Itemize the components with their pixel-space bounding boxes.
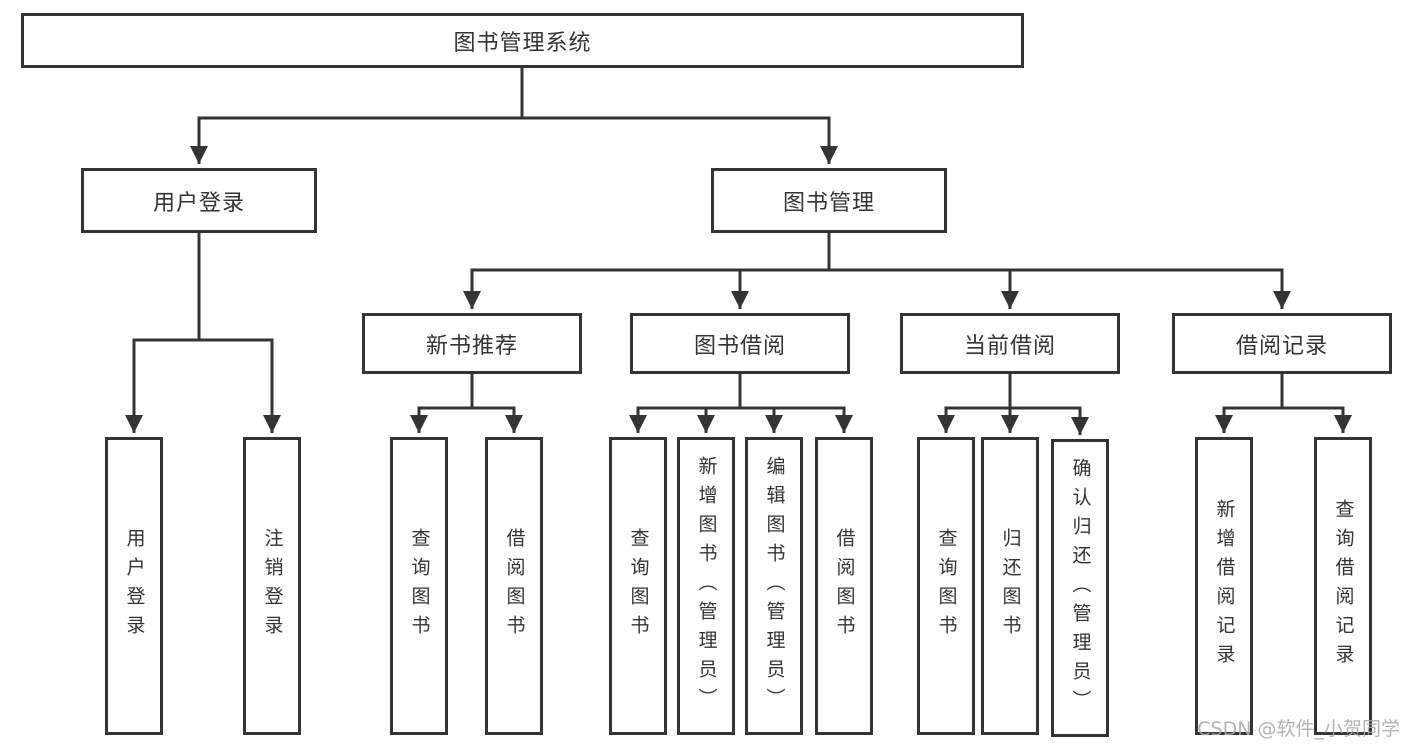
leaf-query-books-current: 查询图书 [917, 437, 975, 735]
leaf-label: 用户登录 [123, 528, 146, 644]
node-label: 图书管理系统 [453, 30, 592, 56]
node-book-management: 图书管理 [711, 168, 947, 233]
leaf-confirm-return-admin: 确认归还（管理员） [1051, 439, 1109, 737]
leaf-query-books-borrowing: 查询图书 [609, 437, 667, 735]
node-new-book-recommendation: 新书推荐 [362, 313, 582, 374]
node-label: 借阅记录 [1235, 333, 1328, 359]
node-book-borrowing: 图书借阅 [630, 313, 850, 374]
leaf-label: 查询图书 [408, 528, 431, 644]
node-label: 当前借阅 [963, 333, 1056, 359]
leaf-logout: 注销登录 [243, 437, 301, 735]
watermark: CSDN @软件_小贺同学 [1197, 718, 1400, 740]
leaf-add-borrow-record: 新增借阅记录 [1195, 437, 1253, 735]
leaf-label: 新增借阅记录 [1213, 499, 1236, 673]
leaf-label: 查询借阅记录 [1332, 499, 1355, 673]
leaf-label: 查询图书 [935, 528, 958, 644]
node-current-borrowing: 当前借阅 [900, 313, 1120, 374]
leaf-add-books-admin: 新增图书（管理员） [677, 437, 735, 735]
leaf-label: 查询图书 [627, 528, 650, 644]
node-library-management-system: 图书管理系统 [21, 13, 1024, 68]
leaf-borrow-books: 借阅图书 [815, 437, 873, 735]
leaf-query-borrow-record: 查询借阅记录 [1314, 437, 1372, 735]
node-user-login: 用户登录 [81, 168, 317, 233]
leaf-label: 借阅图书 [503, 528, 526, 644]
leaf-borrow-books-recommend: 借阅图书 [485, 437, 543, 735]
leaf-label: 新增图书（管理员） [695, 455, 718, 717]
leaf-label: 归还图书 [999, 528, 1022, 644]
node-label: 图书借阅 [693, 333, 786, 359]
leaf-return-books: 归还图书 [981, 437, 1039, 735]
node-label: 新书推荐 [425, 333, 518, 359]
leaf-label: 确认归还（管理员） [1069, 457, 1092, 719]
leaf-label: 借阅图书 [833, 528, 856, 644]
node-borrowing-records: 借阅记录 [1172, 313, 1392, 374]
leaf-label: 注销登录 [261, 528, 284, 644]
node-label: 图书管理 [782, 190, 875, 216]
leaf-edit-books-admin: 编辑图书（管理员） [745, 437, 803, 735]
leaf-query-books-recommend: 查询图书 [390, 437, 448, 735]
node-label: 用户登录 [152, 190, 245, 216]
leaf-user-login: 用户登录 [105, 437, 163, 735]
leaf-label: 编辑图书（管理员） [763, 455, 786, 717]
